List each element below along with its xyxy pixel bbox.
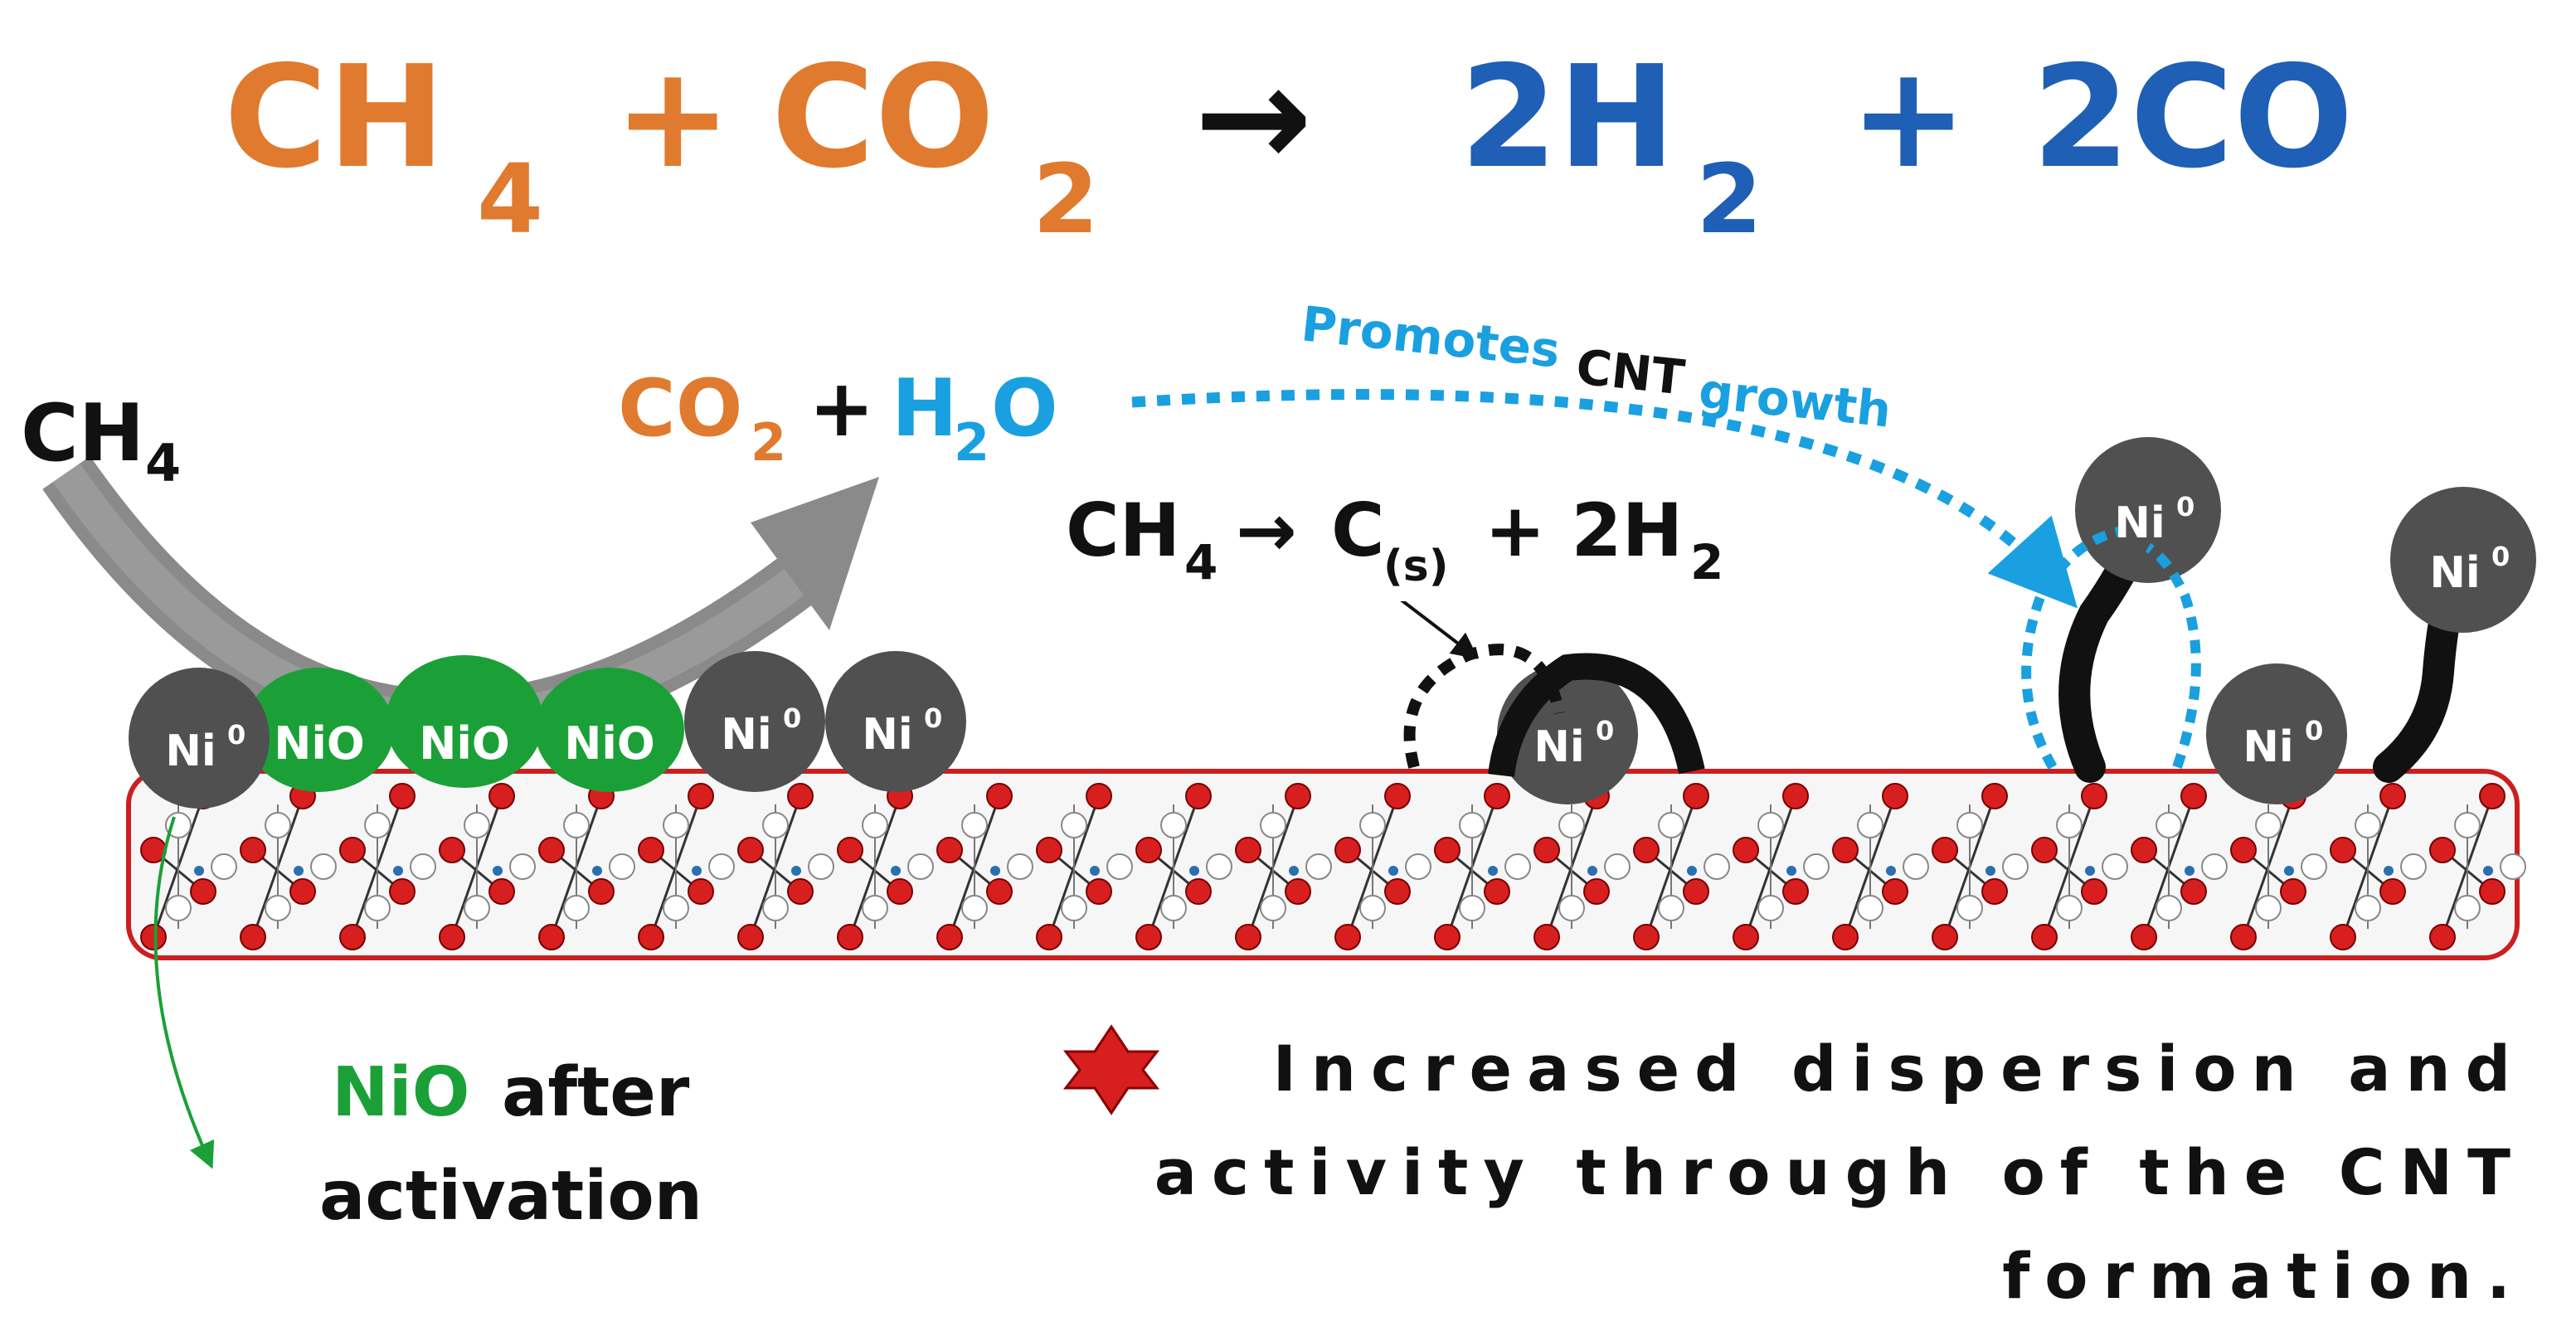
ni-label: Ni: [2114, 498, 2165, 548]
dec-h2-sub: 2: [1690, 534, 1723, 590]
nio-label: NiO: [564, 717, 655, 770]
ni-label-superscript: 0: [2491, 541, 2510, 572]
mech-ch4-sub: 4: [145, 433, 181, 493]
dec-ch4: CH: [1066, 488, 1180, 573]
nio-label: NiO: [419, 717, 510, 770]
ni-label: Ni: [165, 726, 216, 776]
eq-plus-1: +: [614, 36, 731, 200]
mech-h2o-sub: 2: [954, 412, 989, 473]
ni-label-superscript: 0: [227, 719, 245, 751]
eq-plus-2: +: [1849, 36, 1967, 200]
promotes-label: Promotes CNT growth: [1299, 295, 1894, 439]
decomposition-reaction: CH 4 → C (s) + 2H 2: [1024, 469, 1746, 601]
ni-label: Ni: [2243, 722, 2293, 772]
dec-plus-h2: + 2H: [1485, 488, 1683, 573]
decomposition-pointer: [1396, 595, 1479, 659]
decomposition-box: [1024, 469, 1746, 601]
caption-line-1: Increased dispersion and: [1273, 1032, 2525, 1105]
main-equation: CH 4 + CO 2 → 2H 2 + 2CO: [224, 36, 2354, 255]
mech-h2o: H: [892, 363, 958, 454]
nio-pointer: [153, 816, 215, 1169]
ni-label-superscript: 0: [2305, 715, 2323, 746]
nio-label: NiO: [274, 717, 365, 770]
mech-plus: +: [809, 363, 875, 454]
nio-note: NiO after activation: [319, 1053, 702, 1236]
eq-h2: 2H: [1460, 36, 1676, 200]
ni-label: Ni: [1533, 722, 1584, 772]
mech-co2: CO: [618, 363, 742, 454]
promotes-cnt: CNT: [1573, 338, 1687, 406]
eq-ch4-sub: 4: [477, 144, 543, 255]
promotes-growth: growth: [1696, 362, 1893, 439]
mech-h2o-o: O: [991, 363, 1058, 454]
ni-label: Ni: [721, 710, 771, 760]
eq-co2: CO: [771, 36, 994, 200]
mech-ch4: CH: [21, 388, 144, 479]
oxide-support-bar: [126, 769, 2526, 960]
caption-line-3: formation.: [2002, 1239, 2525, 1313]
note-nio: NiO: [332, 1053, 469, 1132]
ni-label: Ni: [2429, 548, 2480, 598]
cnt-tubes: [2058, 437, 2536, 783]
dec-c: C: [1331, 488, 1385, 573]
eq-co: 2CO: [2032, 36, 2354, 200]
promotes-arrow: [1131, 389, 2078, 609]
star-icon: [1062, 1024, 1160, 1115]
eq-ch4: CH: [224, 36, 445, 200]
mech-co2-sub: 2: [751, 412, 786, 473]
caption-line-2: activity through of the CNT: [1154, 1135, 2525, 1209]
note-after: after: [502, 1053, 690, 1132]
eq-h2-sub: 2: [1696, 144, 1762, 255]
nio-particles: [245, 655, 684, 792]
ni-label: Ni: [862, 710, 912, 760]
dec-arrow: →: [1236, 488, 1297, 573]
eq-arrow: →: [1194, 36, 1312, 200]
eq-co2-sub: 2: [1033, 144, 1099, 255]
promotes-text: Promotes: [1299, 295, 1563, 378]
dec-c-sub: (s): [1383, 542, 1448, 591]
dec-ch4-sub: 4: [1184, 534, 1218, 590]
caption: Increased dispersion and activity throug…: [1154, 1032, 2525, 1313]
left-mechanism: CH 4 CO 2 + H 2 O: [21, 363, 1058, 493]
ni-label-superscript: 0: [924, 702, 942, 734]
ni-label-superscript: 0: [783, 702, 801, 734]
ni-label-superscript: 0: [1596, 715, 1614, 746]
note-activation: activation: [319, 1157, 702, 1236]
ni-label-superscript: 0: [2176, 491, 2194, 522]
